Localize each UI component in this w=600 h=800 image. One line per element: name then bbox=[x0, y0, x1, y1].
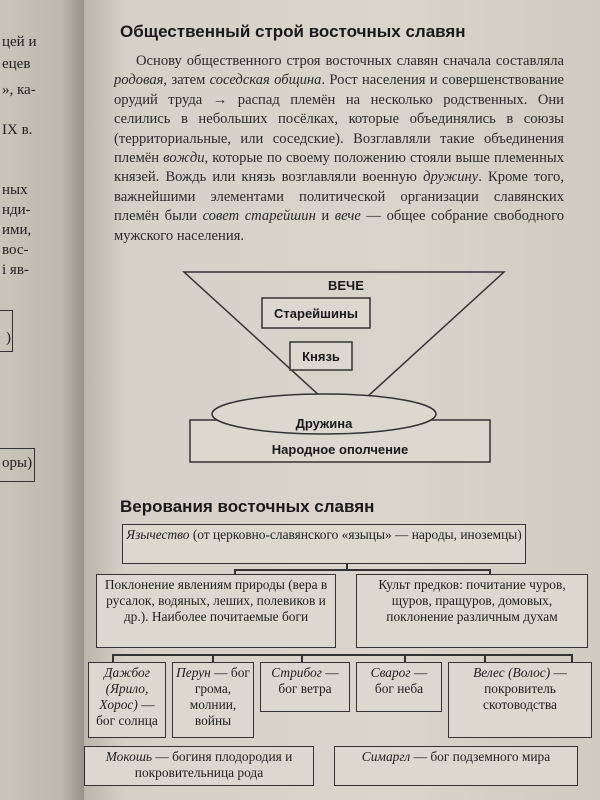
left-fragment: ных bbox=[2, 182, 28, 198]
veche-triangle bbox=[182, 271, 506, 420]
elders-label: Старейшины bbox=[274, 306, 358, 321]
god-simargl-box: Симаргл — бог подземного мира bbox=[334, 746, 578, 786]
connector-line bbox=[212, 654, 214, 662]
connector-line bbox=[571, 654, 573, 662]
god-veles-box: Велес (Волос) — покровитель скотоводства bbox=[448, 662, 592, 738]
connector-line bbox=[301, 654, 303, 662]
ancestor-cult-box: Культ предков: почитание чуров, щуров, п… bbox=[356, 574, 588, 648]
left-box bbox=[0, 310, 13, 352]
left-fragment: оры) bbox=[2, 455, 33, 471]
connector-line bbox=[112, 654, 114, 662]
connector-line bbox=[346, 562, 348, 570]
elders-box bbox=[261, 297, 371, 329]
left-fragment: і яв- bbox=[2, 262, 29, 278]
druzhina-ellipse bbox=[211, 393, 437, 435]
god-perun-box: Перун — бог грома, молнии, войны bbox=[172, 662, 254, 738]
left-fragment: IX в. bbox=[2, 122, 33, 138]
paganism-box: Язычество (от церковно-славянского «языц… bbox=[122, 524, 526, 564]
connector-line bbox=[489, 569, 491, 575]
god-svarog-box: Сварог — бог неба bbox=[356, 662, 442, 712]
nature-worship-box: Поклонение явлениям природы (вера в руса… bbox=[96, 574, 336, 648]
militia-label: Народное ополчение bbox=[272, 442, 408, 457]
left-page-edge: цей и ецев », ка- IX в. ных нди- ими, во… bbox=[0, 0, 88, 800]
section-title-beliefs: Верования восточных славян bbox=[120, 497, 375, 516]
connector-line bbox=[112, 654, 572, 656]
left-fragment: цей и bbox=[2, 34, 37, 50]
left-fragment: », ка- bbox=[2, 82, 36, 98]
prince-box bbox=[289, 341, 353, 371]
left-fragment: ецев bbox=[2, 56, 31, 72]
veche-label: ВЕЧЕ bbox=[328, 278, 364, 293]
left-fragment: ими, bbox=[2, 222, 32, 238]
left-fragment: нди- bbox=[2, 202, 31, 218]
section-title-social: Общественный строй восточных славян bbox=[120, 22, 466, 41]
druzhina-label: Дружина bbox=[296, 416, 353, 431]
connector-line bbox=[234, 569, 236, 575]
left-fragment: вос- bbox=[2, 242, 29, 258]
left-box bbox=[0, 448, 35, 482]
left-fragment: ) bbox=[6, 330, 11, 346]
god-mokosh-box: Мокошь — богиня плодородия и покровитель… bbox=[84, 746, 314, 786]
connector-line bbox=[234, 569, 490, 571]
prince-label: Князь bbox=[302, 349, 340, 364]
god-stribog-box: Стрибог — бог ветра bbox=[260, 662, 350, 712]
connector-line bbox=[484, 654, 486, 662]
social-structure-paragraph: Основу общественного строя восточных сла… bbox=[114, 53, 565, 244]
textbook-page: Общественный строй восточных славян Осно… bbox=[84, 0, 600, 800]
god-dazhbog-box: Дажбог (Ярило, Хорос) — бог солнца bbox=[88, 662, 166, 738]
connector-line bbox=[404, 654, 406, 662]
social-structure-diagram: ВЕЧЕ Старейшины Князь Дружина Народное о… bbox=[182, 271, 506, 463]
